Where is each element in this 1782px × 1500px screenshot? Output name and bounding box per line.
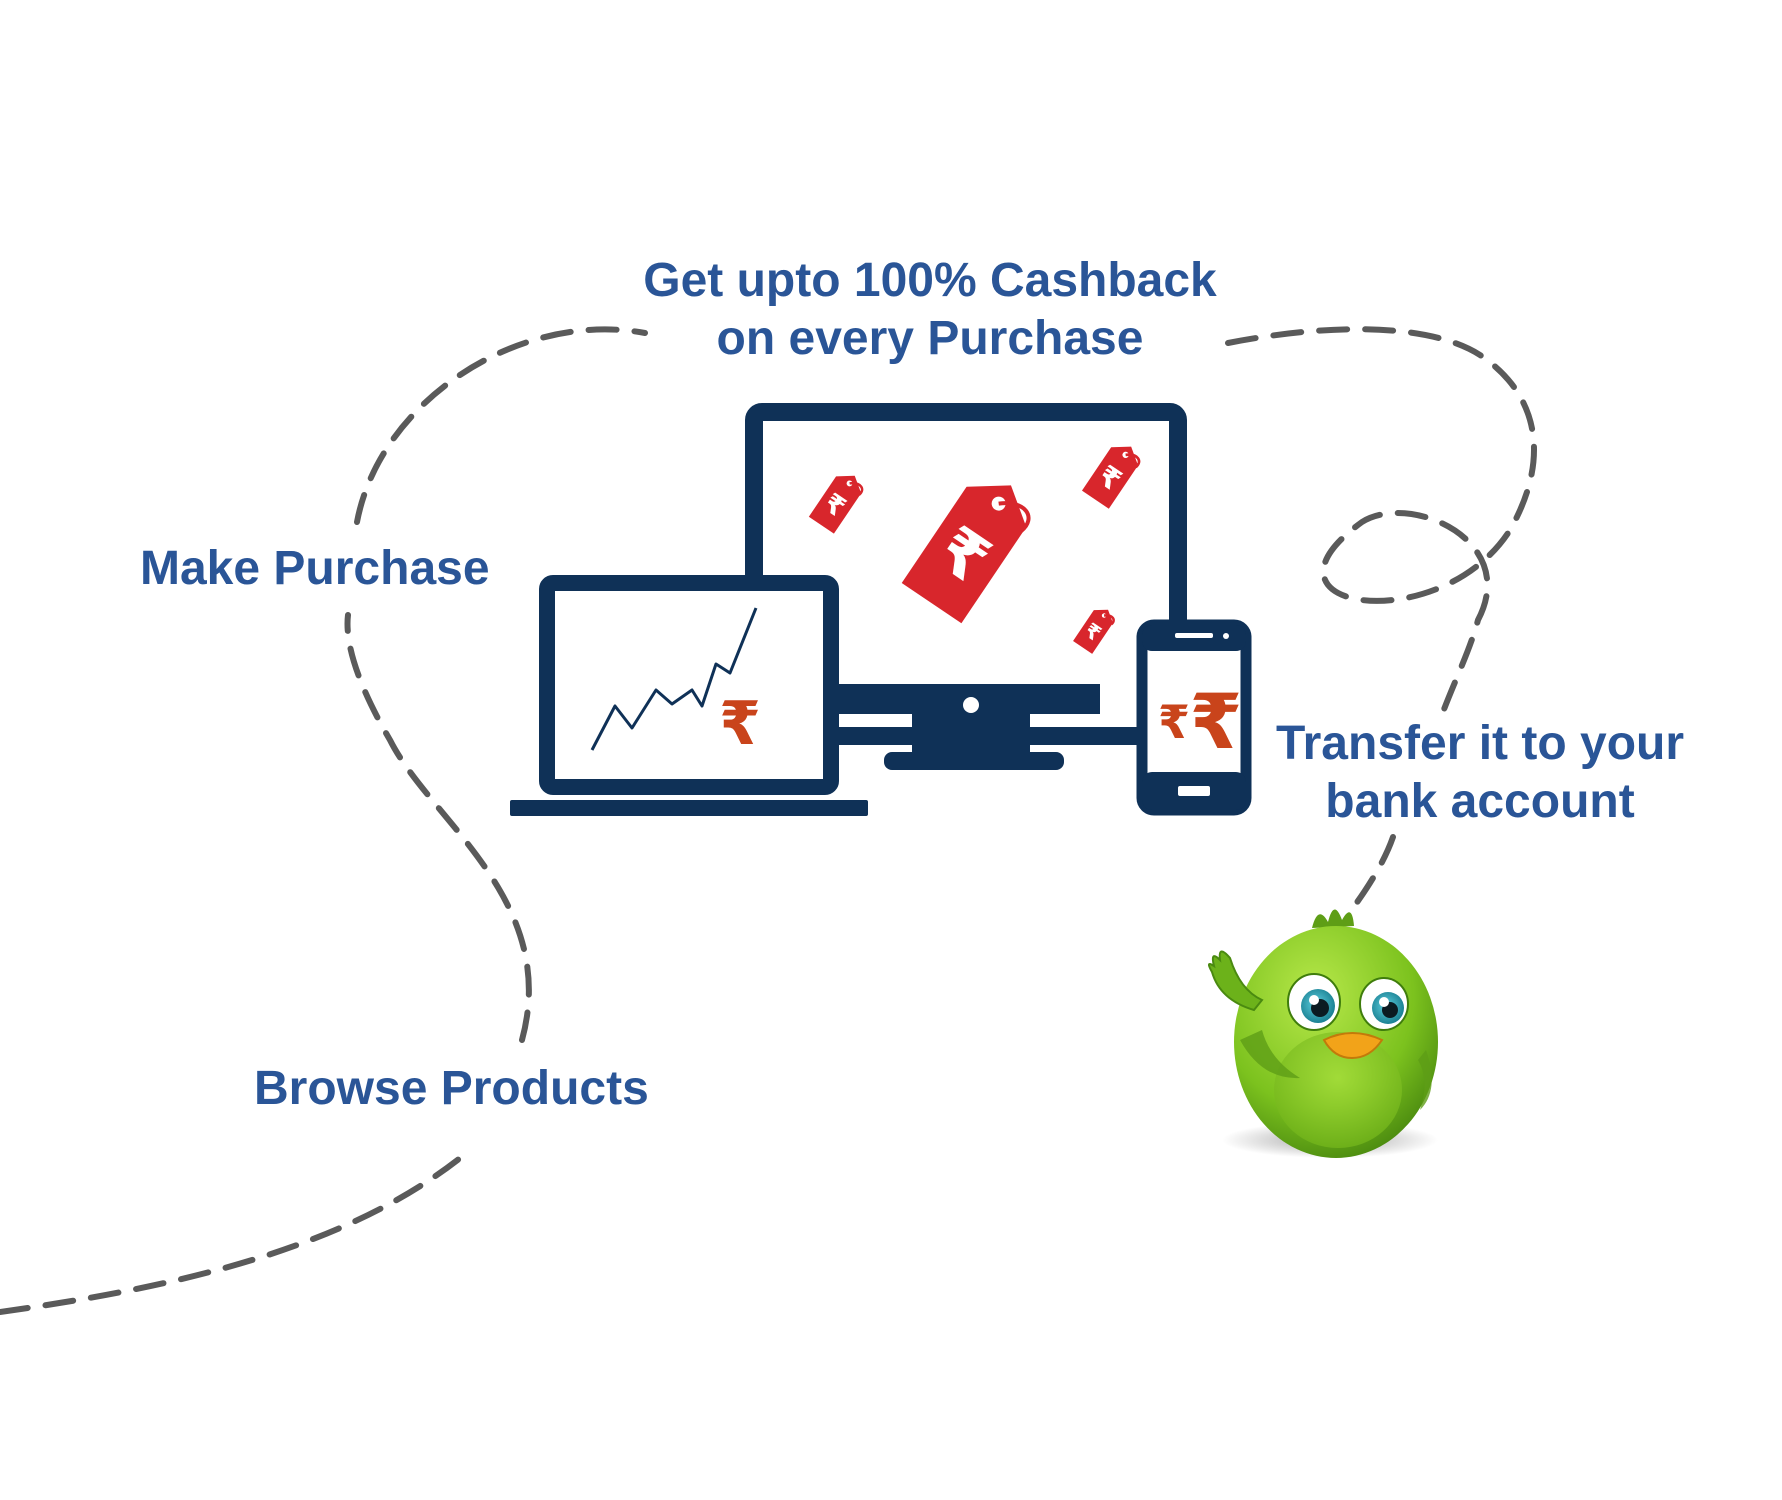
rupee-icon: ₹ [1190, 677, 1243, 766]
step-cashback-label: Get upto 100% Cashback on every Purchase [640, 252, 1220, 368]
step-browse-products-label: Browse Products [254, 1062, 649, 1115]
path-segment-transfer-to-bird [1347, 834, 1396, 915]
trend-line-icon [590, 607, 758, 751]
path-segment-purchase-to-cashback [354, 326, 648, 525]
rupee-icon: ₹ [1158, 695, 1190, 749]
dashed-journey-path [0, 326, 1537, 1315]
transfer-line2: bank account [1325, 775, 1635, 828]
path-segment-browse [0, 1147, 473, 1315]
smartphone-illustration: ₹ ₹ [1136, 619, 1252, 816]
path-segment-browse-to-purchase [344, 612, 532, 1043]
price-tag-icon: ₹ [1073, 609, 1115, 654]
bird-eye-right [1359, 977, 1409, 1031]
monitor-illustration: ₹ ₹ ₹ ₹ [745, 403, 1187, 770]
bird-belly [1274, 1032, 1402, 1148]
bird-eye-left [1287, 973, 1341, 1031]
rupee-icon: ₹ [719, 689, 761, 759]
cashback-line2: on every Purchase [716, 312, 1144, 365]
path-segment-cashback-to-transfer [1225, 326, 1537, 715]
bird-wing [1208, 950, 1264, 1012]
transfer-line1: Transfer it to your [1275, 717, 1685, 770]
price-tag-icon: ₹ [901, 485, 1031, 624]
price-tag-icon: ₹ [808, 475, 864, 534]
bird-beak [1322, 1032, 1384, 1060]
bird-mascot [1208, 909, 1438, 1158]
step-make-purchase-label: Make Purchase [140, 542, 490, 595]
step-transfer-label: Transfer it to your bank account [1270, 715, 1690, 831]
cashback-line1: Get upto 100% Cashback [643, 254, 1217, 307]
price-tag-icon: ₹ [1081, 446, 1141, 509]
laptop-illustration: ₹ [510, 575, 868, 816]
